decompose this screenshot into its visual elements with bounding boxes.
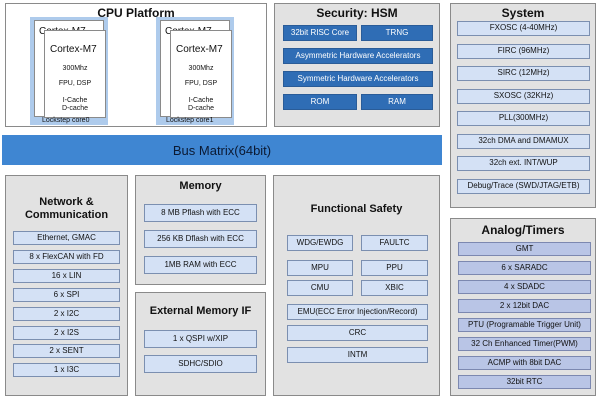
core0-freq: 300Mhz (62, 65, 88, 72)
safety-emu: EMU(ECC Error Injection/Record) (287, 304, 428, 320)
core1-specs: 300Mhz FPU, DSP I-Cache D-cache (171, 65, 231, 113)
core1-fpu: FPU, DSP (184, 80, 218, 88)
core0-front-title: Cortex-M7 (50, 44, 97, 55)
memory-item: 256 KB Dflash with ECC (144, 230, 257, 248)
core1-front-title: Cortex-M7 (176, 44, 223, 55)
system-item: SXOSC (32KHz) (457, 89, 590, 104)
system-item: Debug/Trace (SWD/JTAG/ETB) (457, 179, 590, 194)
network-panel: Network & Communication Ethernet, GMAC 8… (5, 175, 128, 396)
functional-safety-panel: Functional Safety WDG/EWDG FAULTC MPU PP… (273, 175, 440, 396)
core1-icache: I-Cache (188, 97, 214, 105)
safety-cmu: CMU (287, 280, 353, 296)
system-item: SIRC (12MHz) (457, 66, 590, 81)
core0-icache: I-Cache (62, 97, 88, 105)
safety-xbic: XBIC (361, 280, 428, 296)
memory-panel: Memory 8 MB Pflash with ECC 256 KB Dflas… (135, 175, 266, 285)
system-item: FIRC (96MHz) (457, 44, 590, 59)
network-title: Network & Communication (24, 196, 109, 221)
hsm-panel: Security: HSM 32bit RISC Core TRNG Asymm… (274, 3, 440, 127)
network-item: 2 x I2S (13, 326, 120, 340)
core1-freq: 300Mhz (188, 65, 214, 72)
safety-ppu: PPU (361, 260, 428, 276)
memory-item: 1MB RAM with ECC (144, 256, 257, 274)
safety-wdg: WDG/EWDG (287, 235, 353, 251)
core0-label: Lockstep core0 (42, 117, 90, 124)
hsm-symmetric-accelerators: Symmetric Hardware Accelerators (283, 71, 433, 87)
safety-intm: INTM (287, 347, 428, 363)
core0-specs: 300Mhz FPU, DSP I-Cache D-cache (45, 65, 105, 113)
external-memory-title: External Memory IF (149, 305, 252, 317)
system-item: PLL(300MHz) (457, 111, 590, 126)
system-title: System (501, 6, 545, 20)
analog-item: 32 Ch Enhanced Timer(PWM) (458, 337, 591, 351)
analog-item: 2 x 12bit DAC (458, 299, 591, 313)
analog-timers-panel: Analog/Timers GMT 6 x SARADC 4 x SDADC 2… (450, 218, 596, 396)
hsm-risc-core: 32bit RISC Core (283, 25, 357, 41)
cpu-platform-panel: CPU Platform Cortex-M7 Cortex-M7 300Mhz … (5, 3, 267, 127)
memory-title: Memory (179, 180, 222, 192)
core0-fpu: FPU, DSP (58, 80, 92, 88)
core1-front-card: Cortex-M7 300Mhz FPU, DSP I-Cache D-cach… (170, 30, 232, 118)
analog-item: GMT (458, 242, 591, 256)
cpu-platform-title: CPU Platform (97, 6, 175, 20)
safety-faultc: FAULTC (361, 235, 428, 251)
hsm-trng: TRNG (361, 25, 433, 41)
analog-item: 4 x SDADC (458, 280, 591, 294)
hsm-ram: RAM (361, 94, 433, 110)
core0-dcache: D-cache (61, 105, 89, 113)
analog-timers-title: Analog/Timers (481, 223, 565, 237)
system-item: 32ch ext. INT/WUP (457, 156, 590, 171)
bus-matrix: Bus Matrix(64bit) (2, 135, 442, 165)
network-item: 16 x LIN (13, 269, 120, 283)
memory-item: 8 MB Pflash with ECC (144, 204, 257, 222)
external-memory-item: SDHC/SDIO (144, 355, 257, 373)
analog-item: PTU (Programable Trigger Unit) (458, 318, 591, 332)
system-panel: System FXOSC (4-40MHz) FIRC (96MHz) SIRC… (450, 3, 596, 208)
core1-dcache: D-cache (187, 105, 215, 113)
safety-crc: CRC (287, 325, 428, 341)
external-memory-item: 1 x QSPI w/XIP (144, 330, 257, 348)
analog-item: 32bit RTC (458, 375, 591, 389)
network-item: 1 x I3C (13, 363, 120, 377)
system-item: FXOSC (4-40MHz) (457, 21, 590, 36)
network-item: Ethernet, GMAC (13, 231, 120, 245)
core0-front-card: Cortex-M7 300Mhz FPU, DSP I-Cache D-cach… (44, 30, 106, 118)
external-memory-panel: External Memory IF 1 x QSPI w/XIP SDHC/S… (135, 292, 266, 396)
safety-mpu: MPU (287, 260, 353, 276)
analog-item: 6 x SARADC (458, 261, 591, 275)
system-item: 32ch DMA and DMAMUX (457, 134, 590, 149)
hsm-title: Security: HSM (316, 6, 398, 20)
functional-safety-title: Functional Safety (310, 203, 403, 215)
network-item: 2 x I2C (13, 307, 120, 321)
network-item: 8 x FlexCAN with FD (13, 250, 120, 264)
analog-item: ACMP with 8bit DAC (458, 356, 591, 370)
hsm-asymmetric-accelerators: Asymmetric Hardware Accelerators (283, 48, 433, 64)
hsm-rom: ROM (283, 94, 357, 110)
network-item: 2 x SENT (13, 344, 120, 358)
network-item: 6 x SPI (13, 288, 120, 302)
core1-label: Lockstep core1 (166, 117, 214, 124)
